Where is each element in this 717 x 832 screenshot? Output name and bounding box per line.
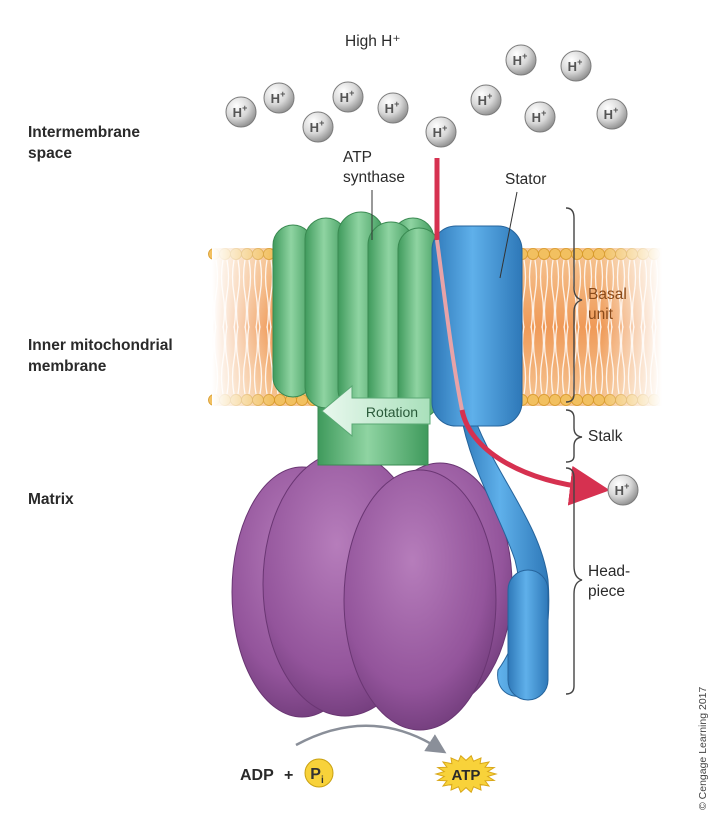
atp-product-label: ATP [452, 767, 481, 784]
proton-sphere-icon: H+ [607, 474, 639, 506]
proton-sphere-icon: H+ [560, 50, 592, 82]
proton-sphere-icon: H+ [263, 82, 295, 114]
proton-symbol: H+ [340, 88, 355, 105]
proton-letter: H [604, 107, 613, 122]
proton-charge: + [394, 99, 399, 109]
proton-letter: H [568, 59, 577, 74]
proton-symbol: H+ [615, 481, 630, 498]
headpiece-line1: Head- [588, 563, 631, 580]
rotor-c-ring [272, 211, 441, 466]
proton-sphere-icon: H+ [524, 101, 556, 133]
proton-letter: H [271, 91, 280, 106]
proton-letter: H [615, 483, 624, 498]
leader-lines [371, 190, 518, 279]
proton-letter: H [340, 90, 349, 105]
proton-symbol: H+ [385, 99, 400, 116]
proton-charge: + [349, 88, 354, 98]
proton-sphere-icon: H+ [377, 92, 409, 124]
copyright-credit: © Cengage Learning 2017 [697, 686, 709, 810]
bracket-stalk [565, 409, 583, 463]
proton-symbol: H+ [271, 89, 286, 106]
proton-sphere-icon: H+ [225, 96, 257, 128]
proton-letter: H [385, 101, 394, 116]
proton-charge: + [487, 91, 492, 101]
proton-sphere-icon: H+ [332, 81, 364, 113]
rotation-arrow-icon [321, 384, 431, 438]
proton-charge: + [280, 89, 285, 99]
stator-label: Stator [505, 171, 547, 188]
proton-charge: + [613, 105, 618, 115]
proton-symbol: H+ [513, 51, 528, 68]
headpiece-line2: piece [588, 583, 626, 600]
basal-unit-line1: Basal [588, 286, 627, 303]
inner-membrane-label-line2: membrane [28, 358, 107, 375]
proton-letter: H [433, 125, 442, 140]
matrix-label: Matrix [28, 491, 74, 508]
proton-charge: + [442, 123, 447, 133]
proton-sphere-icon: H+ [425, 116, 457, 148]
intermembrane-label-line2: space [28, 145, 72, 162]
pi-subscript: i [321, 775, 324, 786]
svg-text:Pi: Pi [310, 766, 324, 786]
proton-letter: H [532, 110, 541, 125]
proton-symbol: H+ [568, 57, 583, 74]
proton-symbol: H+ [478, 91, 493, 108]
atp-synthase-line2: synthase [343, 169, 406, 186]
proton-charge: + [624, 481, 629, 491]
phosphorylation-arrow [295, 724, 447, 754]
proton-charge: + [242, 103, 247, 113]
basal-unit-line2: unit [588, 306, 613, 323]
inner-membrane-label-line1: Inner mitochondrial [28, 337, 173, 354]
atp-synthase-label: ATP synthase [343, 148, 405, 188]
proton-letter: H [513, 53, 522, 68]
high-proton-label: High H⁺ [345, 33, 401, 50]
proton-symbol: H+ [433, 123, 448, 140]
intermembrane-space-label: Intermembrane space [28, 122, 140, 164]
inner-membrane-label: Inner mitochondrial membrane [28, 335, 173, 377]
proton-letter: H [478, 93, 487, 108]
proton-letter: H [233, 105, 242, 120]
proton-charge: + [577, 57, 582, 67]
atp-starburst-icon [434, 754, 498, 794]
proton-group: H+H+H+H+H+H+H+H+H+H+H+H+ [225, 44, 639, 506]
proton-pathway [434, 158, 610, 506]
proton-sphere-icon: H+ [302, 111, 334, 143]
proton-charge: + [522, 51, 527, 61]
proton-charge: + [541, 108, 546, 118]
atp-synthase-line1: ATP [343, 149, 372, 166]
proton-sphere-icon: H+ [505, 44, 537, 76]
headpiece-label: Head- piece [588, 562, 630, 602]
bracket-headpiece [565, 467, 583, 695]
proton-charge: + [319, 118, 324, 128]
proton-symbol: H+ [310, 118, 325, 135]
pi-letter: P [310, 766, 321, 783]
adp-label: ADP [240, 767, 274, 784]
bracket-basal-unit [565, 207, 583, 403]
proton-symbol: H+ [233, 103, 248, 120]
proton-letter: H [310, 120, 319, 135]
stalk-label: Stalk [588, 428, 623, 445]
basal-unit-label: Basal unit [588, 285, 627, 325]
plus-sign: + [284, 767, 293, 784]
pi-badge-icon [304, 758, 334, 788]
proton-symbol: H+ [532, 108, 547, 125]
headpiece-f1-subunits [231, 451, 513, 731]
proton-sphere-icon: H+ [470, 84, 502, 116]
proton-sphere-icon: H+ [596, 98, 628, 130]
proton-symbol: H+ [604, 105, 619, 122]
rotation-label: Rotation [366, 404, 418, 420]
intermembrane-label-line1: Intermembrane [28, 124, 140, 141]
